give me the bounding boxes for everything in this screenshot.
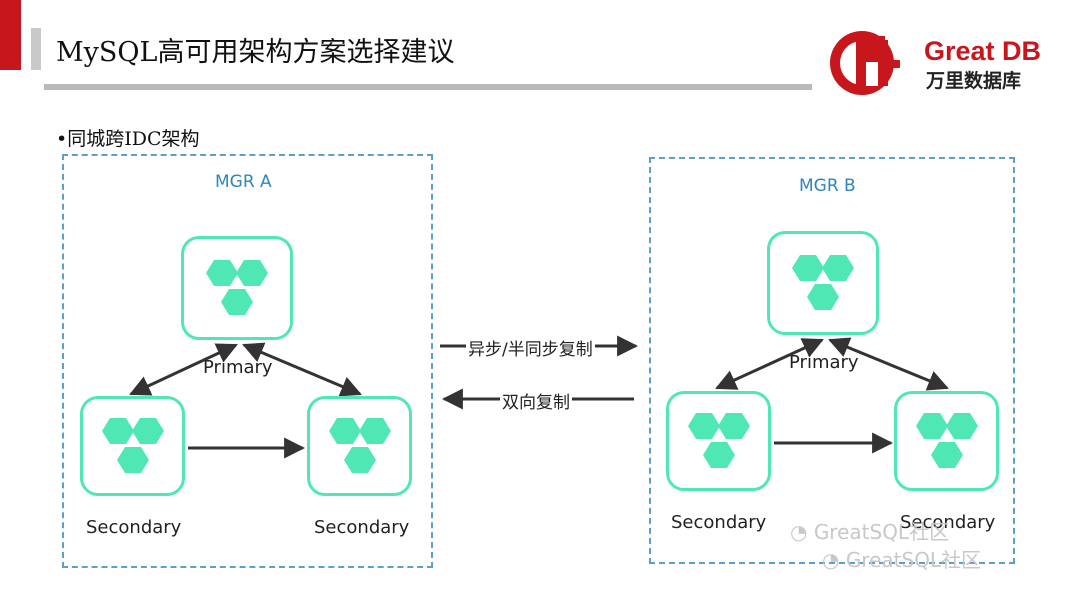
watermark-1: ◔ GreatSQL社区 — [790, 516, 949, 545]
watermark-1-text: GreatSQL社区 — [813, 520, 950, 544]
bidirectional-replication-label: 双向复制 — [500, 388, 572, 413]
logo-text-en: Great DB — [924, 36, 1041, 66]
cluster-a-label: MGR A — [215, 172, 272, 192]
accent-red-bar — [0, 0, 21, 70]
mgr-node-icon — [101, 418, 164, 473]
cluster-a-secondary-right-node — [307, 396, 412, 496]
cluster-b-secondary-left-label: Secondary — [671, 512, 767, 533]
a-primary-secondary-right-link — [242, 342, 362, 397]
b-primary-secondary-left-link — [715, 338, 824, 390]
wechat-icon: ◔ — [822, 548, 840, 572]
cluster-b-label: MGR B — [799, 176, 856, 196]
greatdb-logo-mark: Great DB 万里数据库 — [830, 31, 1041, 95]
mgr-node-icon — [328, 418, 391, 473]
mgr-node-icon — [687, 413, 750, 468]
cluster-a-primary-label: Primary — [203, 357, 273, 378]
cluster-a-primary-node — [181, 236, 293, 340]
greatdb-logo: Great DB 万里数据库 — [826, 28, 1066, 98]
cluster-b-box — [649, 157, 1015, 564]
mgr-node-icon — [915, 413, 978, 468]
cluster-a-secondary-right-label: Secondary — [314, 517, 410, 538]
watermark-2-text: GreatSQL社区 — [845, 548, 982, 572]
cluster-b-secondary-right-label: Secondary — [900, 512, 996, 533]
logo-text-cn: 万里数据库 — [925, 69, 1021, 92]
mgr-node-icon — [206, 260, 268, 315]
mgr-node-icon — [792, 255, 854, 310]
cluster-a-secondary-left-node — [80, 396, 185, 496]
cluster-b-secondary-right-node — [894, 391, 999, 491]
watermark-2: ◔ GreatSQL社区 — [822, 544, 981, 573]
wechat-icon: ◔ — [790, 520, 808, 544]
slide-title: MySQL高可用架构方案选择建议 — [56, 37, 455, 68]
b-primary-secondary-right-link — [828, 337, 949, 391]
a-primary-secondary-left-link — [129, 343, 238, 396]
cluster-b-primary-node — [767, 231, 879, 335]
cluster-b-primary-label: Primary — [789, 352, 859, 373]
async-replication-label: 异步/半同步复制 — [466, 335, 595, 360]
title-underline — [44, 84, 812, 90]
cluster-b-secondary-left-node — [666, 391, 771, 491]
cluster-a-secondary-left-label: Secondary — [86, 517, 182, 538]
accent-grey-bar — [31, 28, 41, 70]
cluster-a-box — [62, 154, 433, 568]
bullet-heading: •同城跨IDC架构 — [56, 128, 200, 150]
